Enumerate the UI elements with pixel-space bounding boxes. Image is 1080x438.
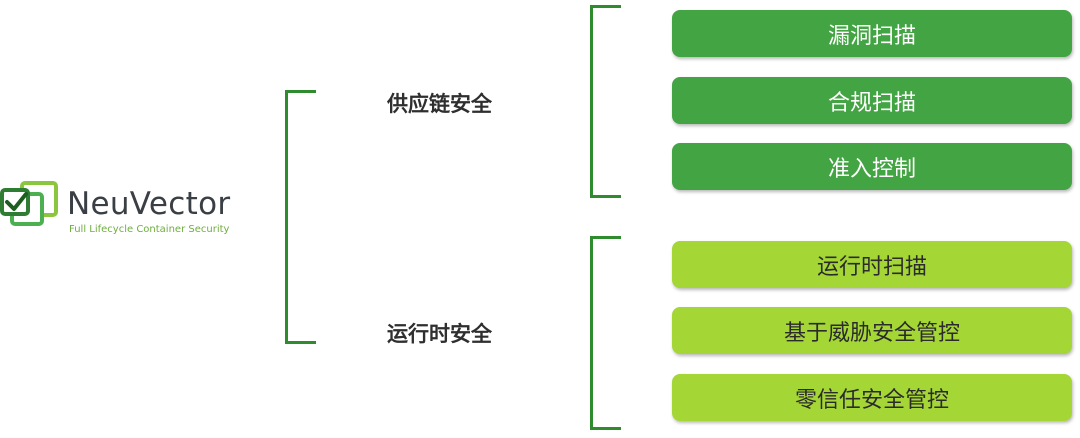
item-vulnerability-scan: 漏洞扫描 [672, 10, 1072, 57]
main-bracket [285, 90, 316, 344]
neuvector-logo: NeuVector Full Lifecycle Container Secur… [0, 178, 260, 238]
neuvector-logo-icon [0, 181, 58, 226]
supply-chain-bracket [590, 5, 621, 198]
brand-name: NeuVector [67, 186, 231, 222]
category-label-supply-chain: 供应链安全 [387, 92, 492, 116]
runtime-bracket [590, 236, 621, 430]
brand-tagline: Full Lifecycle Container Security [69, 224, 230, 235]
item-threat-based-control: 基于威胁安全管控 [672, 307, 1072, 354]
item-zero-trust-control: 零信任安全管控 [672, 374, 1072, 421]
category-label-runtime: 运行时安全 [387, 322, 492, 346]
item-runtime-scan: 运行时扫描 [672, 241, 1072, 288]
item-compliance-scan: 合规扫描 [672, 77, 1072, 124]
item-admission-control: 准入控制 [672, 143, 1072, 190]
